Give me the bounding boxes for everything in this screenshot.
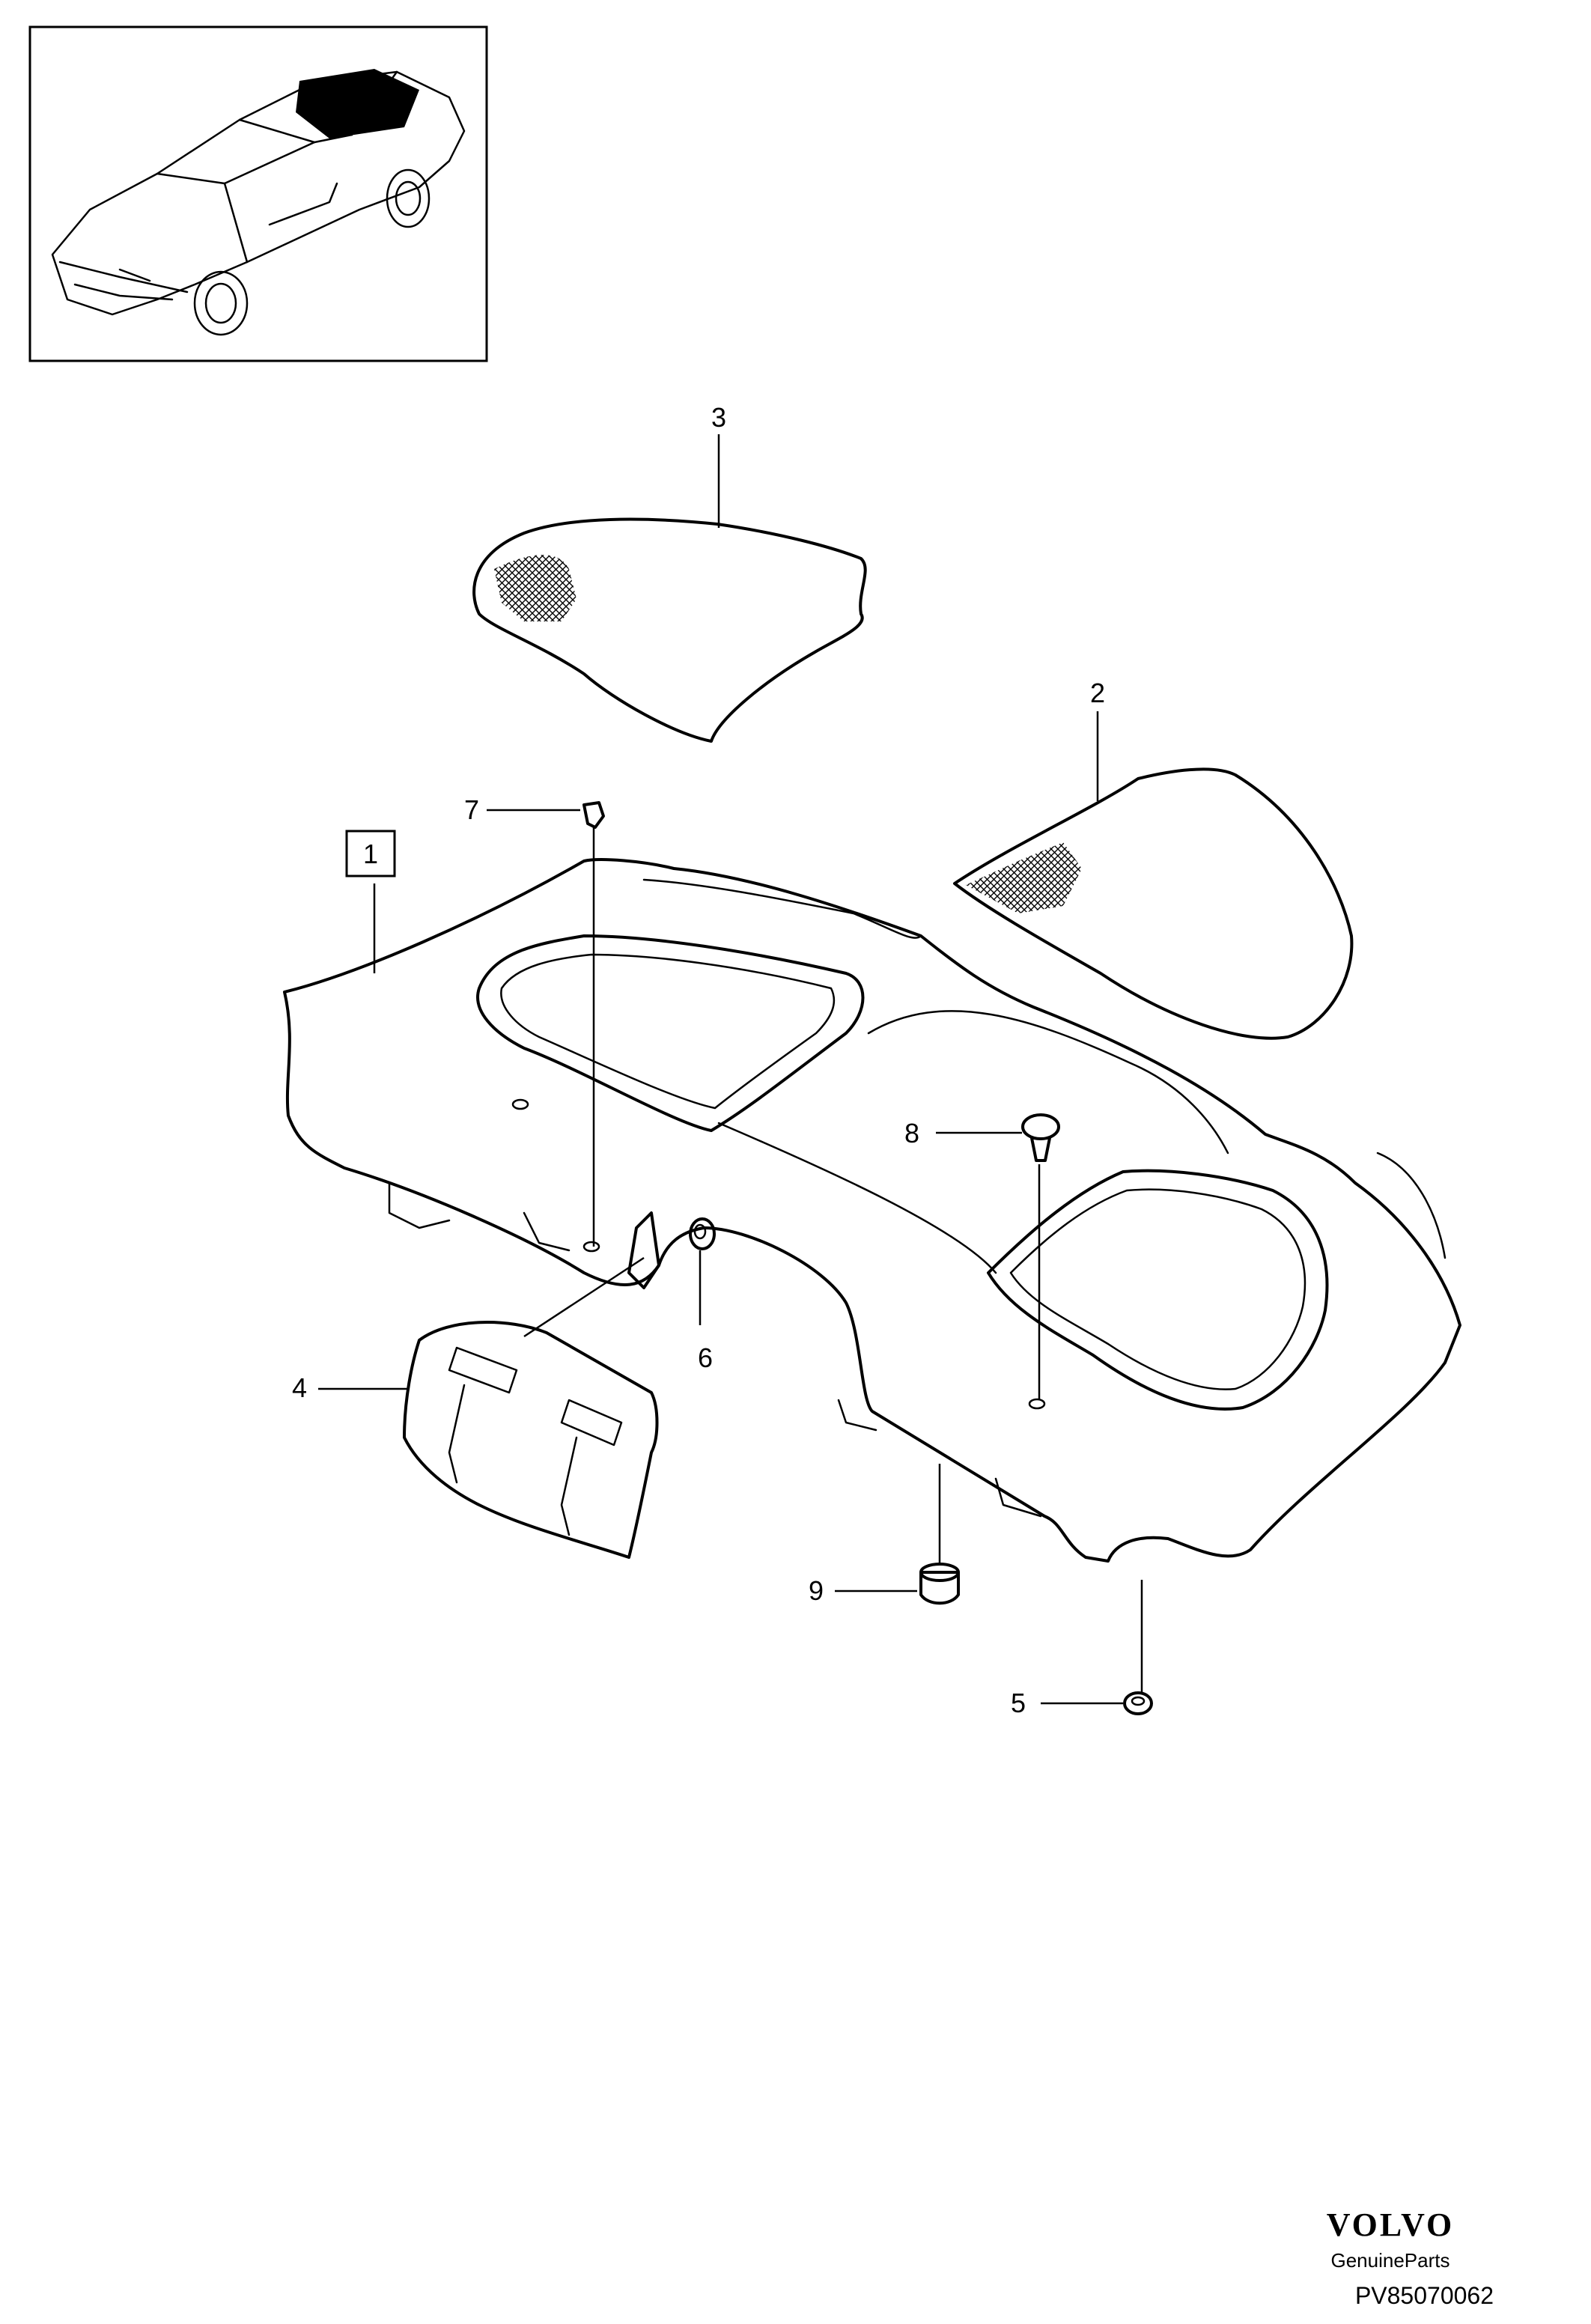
callout-1: 1 [345,830,396,877]
part-2-speaker-cover-right [953,767,1354,1040]
callout-3: 3 [711,402,726,433]
callout-6: 6 [698,1342,713,1373]
callout-labels: 3 2 1 7 8 6 4 9 5 [292,402,1105,1718]
mounting-hole-left [511,1098,529,1110]
volvo-logo: VOLVO [1326,2206,1455,2243]
genuine-parts-label: GenuineParts [1330,2249,1450,2272]
callout-4: 4 [292,1372,307,1403]
mounting-hole-center [582,1241,600,1253]
mounting-hole-right [1028,1398,1046,1410]
callout-2: 2 [1090,678,1105,708]
callout-5: 5 [1011,1688,1026,1718]
part-5-nut [1123,1691,1153,1715]
svg-text:1: 1 [363,839,378,869]
part-4-bracket [403,1321,659,1559]
callout-7: 7 [464,794,479,825]
car-outline [51,70,466,336]
part-9-plug [919,1563,960,1605]
callout-9: 9 [809,1575,824,1606]
leader-lines [318,434,1143,1705]
part-8-push-rivet [1021,1113,1060,1162]
part-3-speaker-cover-left [472,517,867,743]
part-6-grommet [689,1217,716,1250]
vehicle-locator-thumbnail [28,25,488,362]
part-7-clip [582,801,605,829]
highlighted-parcel-shelf [296,69,419,139]
part-1-parcel-shelf [283,858,1461,1563]
reference-code: PV85070062 [1354,2282,1494,2309]
callout-8: 8 [904,1118,919,1149]
